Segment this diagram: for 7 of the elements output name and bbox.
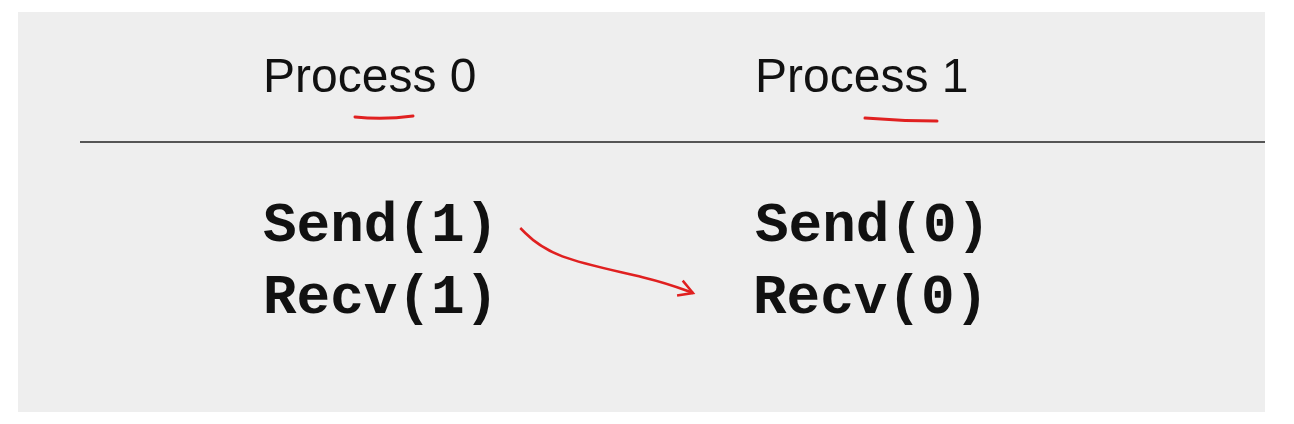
code-statement: Send(1) <box>263 198 499 254</box>
code-statement: Send(0) <box>755 198 991 254</box>
code-statement: Recv(1) <box>263 270 499 326</box>
code-statement: Recv(0) <box>753 270 989 326</box>
column-heading: Process 1 <box>755 52 969 100</box>
column-heading: Process 0 <box>263 52 477 100</box>
arrow <box>519 227 695 297</box>
